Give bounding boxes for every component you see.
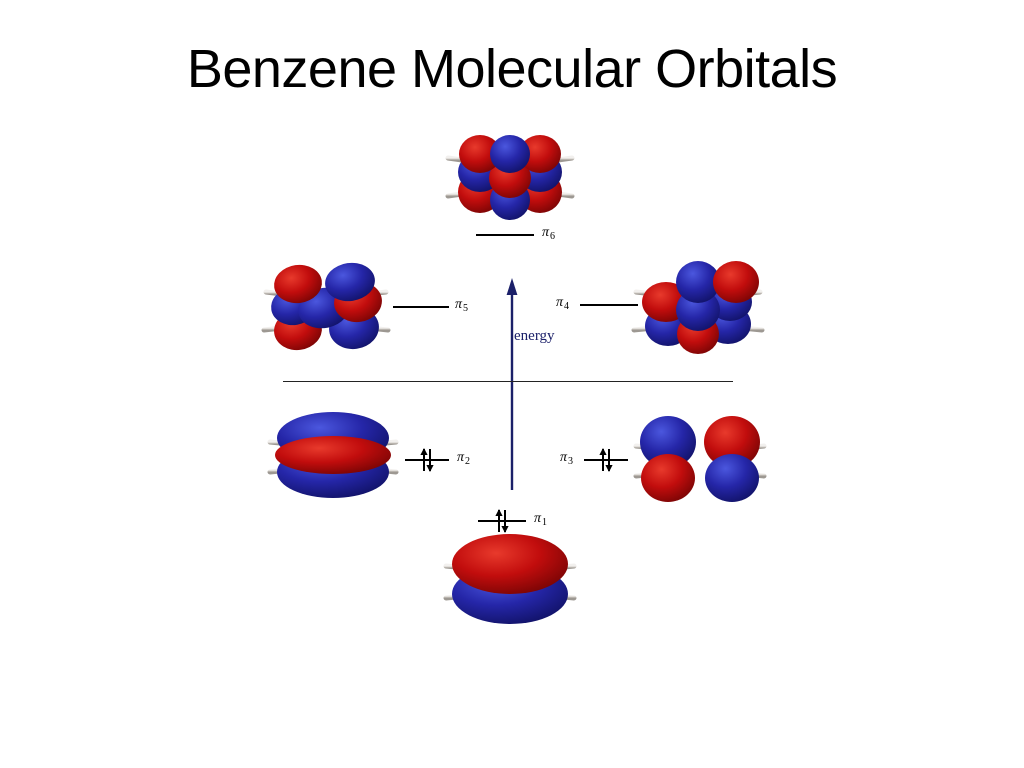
orbital-subscript: 2: [465, 456, 471, 467]
level-label-pi1: π1: [534, 511, 547, 528]
orbital-subscript: 4: [564, 301, 570, 312]
orbital-subscript: 6: [550, 231, 556, 242]
level-line-pi3: [584, 459, 628, 461]
level-label-pi3: π3: [560, 450, 573, 467]
electron-pair-pi2: [420, 448, 434, 472]
electron-pair-pi3: [599, 448, 613, 472]
energy-level-pi4: π4: [556, 292, 652, 318]
orbital-symbol: π: [455, 297, 463, 312]
level-line-pi6: [476, 234, 534, 236]
electron-pair-pi1: [495, 509, 509, 533]
energy-level-pi3: π3: [560, 447, 650, 473]
page-title: Benzene Molecular Orbitals: [186, 39, 838, 99]
energy-level-pi2: π2: [405, 447, 495, 473]
orbital-pi4: [631, 261, 765, 358]
nonbonding-reference-line: [283, 381, 733, 382]
orbital-symbol: π: [556, 295, 564, 310]
orbital-symbol: π: [534, 511, 542, 526]
energy-axis-arrow: [506, 278, 518, 490]
level-line-pi5: [393, 306, 449, 308]
energy-level-pi5: π5: [393, 294, 489, 320]
orbital-symbol: π: [542, 225, 550, 240]
level-line-pi4: [580, 304, 638, 306]
energy-axis-label: energy: [514, 328, 555, 344]
energy-level-pi1: π1: [478, 508, 568, 534]
orbital-subscript: 3: [568, 456, 574, 467]
energy-level-pi6: π6: [476, 222, 566, 248]
orbital-pi2: [267, 412, 399, 501]
orbital-pi1: [443, 534, 577, 627]
orbital-subscript: 1: [542, 517, 548, 528]
orbital-subscript: 5: [463, 303, 469, 314]
level-line-pi1: [478, 520, 526, 522]
level-label-pi6: π6: [542, 225, 555, 242]
orbital-symbol: π: [457, 450, 465, 465]
level-line-pi2: [405, 459, 449, 461]
orbital-pi3: [633, 416, 767, 502]
level-label-pi5: π5: [455, 297, 468, 314]
orbital-symbol: π: [560, 450, 568, 465]
level-label-pi4: π4: [556, 295, 569, 312]
level-label-pi2: π2: [457, 450, 470, 467]
orbital-pi5: [261, 262, 391, 356]
orbital-pi6: [445, 130, 575, 226]
